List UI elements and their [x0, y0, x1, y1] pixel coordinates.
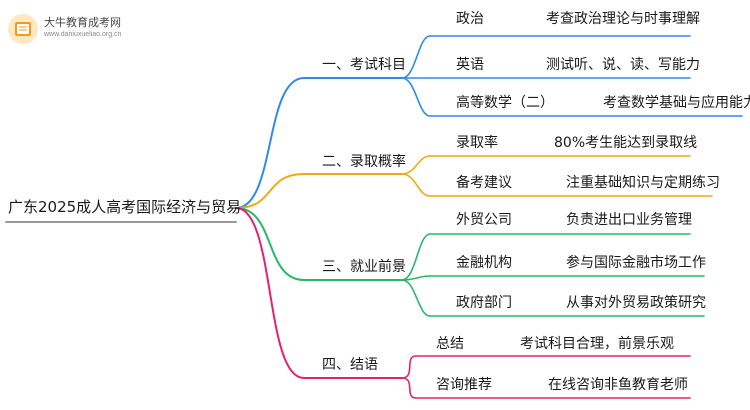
logo-title: 大牛教育成考网	[44, 17, 121, 29]
site-logo: 大牛教育成考网 www.daniuxueliao.org.cn	[6, 10, 156, 52]
desc-financial-institution: 参与国际金融市场工作	[566, 255, 706, 271]
edge-branch-3-leaf-1	[401, 233, 431, 281]
edge-branch-1-leaf-1	[401, 35, 431, 79]
edge-branch-4-leaf-1	[401, 355, 417, 379]
desc-politics: 考查政治理论与时事理解	[546, 11, 700, 27]
leaf-government: 政府部门	[456, 295, 512, 311]
leaf-prep-advice: 备考建议	[456, 175, 512, 191]
edge-branch-1-leaf-3	[401, 77, 431, 117]
leaf-summary: 总结	[436, 336, 464, 352]
leaf-financial-institution: 金融机构	[456, 255, 512, 271]
edge-branch-3-leaf-3	[401, 279, 431, 317]
leaf-consult: 咨询推荐	[436, 377, 492, 393]
desc-english: 测试听、说、读、写能力	[546, 57, 700, 73]
leaf-english: 英语	[456, 57, 484, 73]
edge-root-branch-4	[235, 207, 305, 379]
desc-trade-company: 负责进出口业务管理	[566, 212, 692, 228]
branch-admission-rate: 二、录取概率	[322, 154, 406, 170]
desc-admission-rate: 80%考生能达到录取线	[554, 135, 698, 151]
leaf-trade-company: 外贸公司	[456, 212, 512, 228]
desc-prep-advice: 注重基础知识与定期练习	[566, 175, 720, 191]
logo-url: www.daniuxueliao.org.cn	[44, 31, 122, 38]
edge-root-branch-3	[235, 207, 305, 281]
desc-government: 从事对外贸易政策研究	[566, 295, 706, 311]
edge-branch-4-leaf-2	[401, 377, 417, 399]
edge-branch-2-leaf-1	[401, 155, 431, 175]
desc-summary: 考试科目合理，前景乐观	[520, 336, 674, 352]
desc-consult: 在线咨询非鱼教育老师	[548, 377, 688, 393]
leaf-math: 高等数学（二）	[456, 95, 554, 111]
desc-math: 考查数学基础与应用能力	[603, 95, 750, 111]
branch-exam-subjects: 一、考试科目	[322, 57, 406, 73]
branch-conclusion: 四、结语	[322, 357, 378, 373]
book-logo-icon	[8, 14, 38, 44]
leaf-admission-rate: 录取率	[456, 135, 498, 151]
branch-career-outlook: 三、就业前景	[322, 259, 406, 275]
edge-root-branch-1	[235, 77, 305, 209]
leaf-politics: 政治	[456, 11, 484, 27]
edge-branch-2-leaf-2	[401, 173, 431, 197]
root-topic: 广东2025成人高考国际经济与贸易	[8, 198, 242, 216]
edge-root-branch-2	[235, 173, 305, 209]
